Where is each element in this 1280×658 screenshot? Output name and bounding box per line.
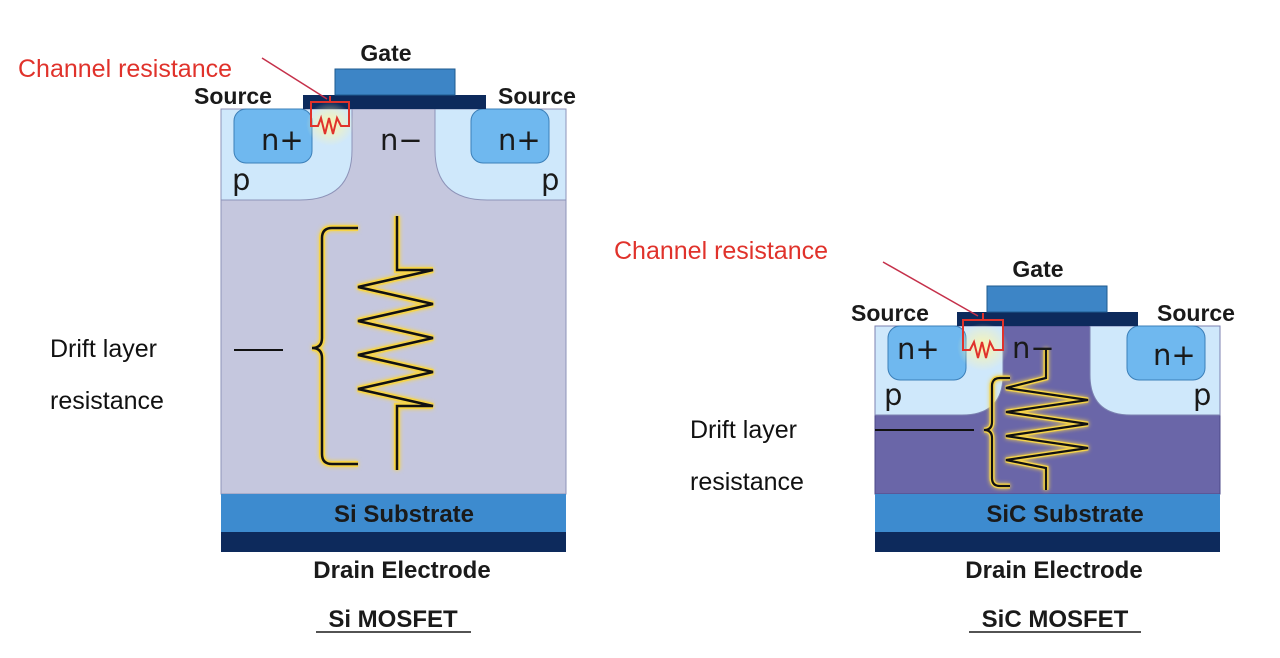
- sic-channel-resistance-label: Channel resistance: [614, 237, 828, 265]
- sic-substrate-label: SiC Substrate: [986, 501, 1143, 528]
- sic-channel-resistor-icon: [962, 326, 1004, 359]
- si-p-right-label: p: [541, 163, 559, 197]
- si-mosfet: Gate Source Source Channel resistance n+…: [18, 40, 576, 633]
- si-n-plus-right: [470, 108, 550, 164]
- si-channel-resistance-label: Channel resistance: [18, 55, 232, 83]
- si-drain-electrode-layer: [221, 532, 566, 552]
- sic-caption: SiC MOSFET: [982, 606, 1129, 633]
- si-drain-label: Drain Electrode: [313, 557, 490, 584]
- si-n-plus-right-label: n+: [498, 123, 541, 157]
- si-substrate-label: Si Substrate: [334, 501, 474, 528]
- sic-drain-electrode-layer: [875, 532, 1220, 552]
- si-drift-label-line2: resistance: [50, 387, 164, 415]
- si-channel-resistor-icon: [310, 108, 350, 135]
- si-n-minus-label: n−: [380, 123, 423, 157]
- si-drift-label-line1: Drift layer: [50, 335, 157, 363]
- sic-channel-pointer: [882, 261, 979, 317]
- sic-source-right-label: Source: [1157, 300, 1235, 326]
- si-gate-electrode: [334, 68, 456, 96]
- sic-n-plus-left-label: n+: [897, 332, 940, 366]
- sic-source-left-label: Source: [851, 300, 929, 326]
- sic-gate-label: Gate: [1012, 256, 1063, 282]
- sic-n-plus-right: [1126, 325, 1206, 381]
- sic-drift-label-line1: Drift layer: [690, 416, 797, 444]
- sic-p-right-label: p: [1193, 378, 1211, 412]
- si-channel-bracket: [310, 96, 350, 112]
- si-caption: Si MOSFET: [328, 606, 458, 633]
- si-p-left-label: p: [232, 163, 250, 197]
- sic-drift-brace-core: [983, 376, 1010, 488]
- sic-channel-bracket: [962, 313, 1004, 330]
- sic-p-left-label: p: [884, 378, 902, 412]
- si-n-plus-left-label: n+: [261, 123, 304, 157]
- si-source-left-label: Source: [194, 83, 272, 109]
- sic-drain-label: Drain Electrode: [965, 557, 1142, 584]
- sic-n-plus-right-label: n+: [1153, 338, 1196, 372]
- si-drift-brace-core: [311, 226, 358, 466]
- sic-drift-resistor-core: [1005, 348, 1089, 490]
- si-substrate-layer: [221, 494, 566, 532]
- sic-drift-label-line2: resistance: [690, 468, 804, 496]
- sic-gate-electrode: [986, 285, 1108, 313]
- si-gate-label: Gate: [360, 40, 411, 66]
- si-channel-pointer: [261, 57, 328, 100]
- sic-mosfet: Gate Source Source Channel resistance n+…: [614, 237, 1235, 633]
- sic-n-minus-label: n−: [1012, 331, 1055, 365]
- si-source-right-label: Source: [498, 83, 576, 109]
- sic-substrate-layer: [875, 494, 1220, 532]
- si-drift-resistor-core: [357, 216, 434, 470]
